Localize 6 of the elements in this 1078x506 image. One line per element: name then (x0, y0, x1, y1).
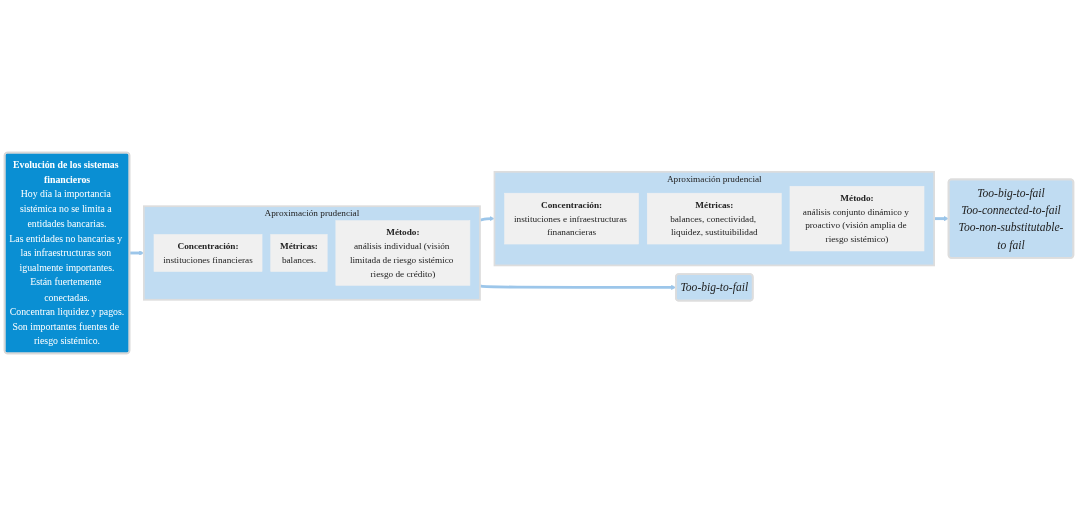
node-box: Métricas: balances, conectividad, liquidez, sustituibilidad (647, 192, 782, 245)
node-box: Métricas: balances. (270, 234, 328, 272)
node-box: Método: análisis conjunto dinámico y proactivo (visión amplia de riesgo sistémico) (789, 186, 925, 252)
node-box: Concentración: instituciones e infraestructuras finanancieras (504, 192, 639, 245)
node-box: Método: análisis individual (visión limitada de riesgo sistémico riesgo de crédito) (335, 220, 471, 286)
node-box: Concentración: instituciones financieras (153, 234, 263, 272)
